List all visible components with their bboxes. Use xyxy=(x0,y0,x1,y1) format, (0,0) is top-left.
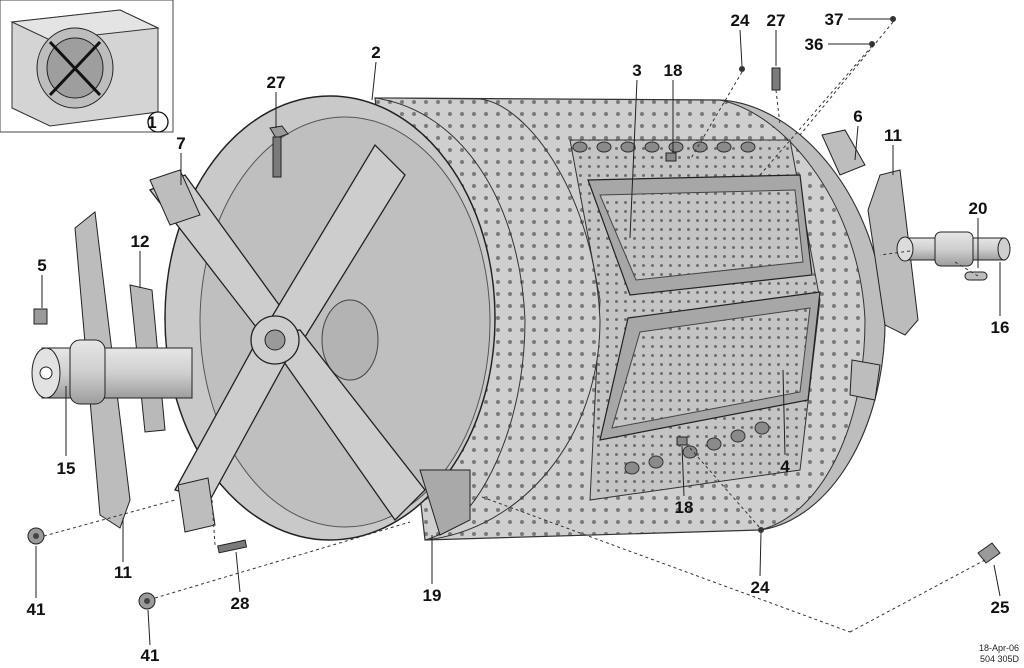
assembly-lines xyxy=(43,21,986,633)
callout-3: 3 xyxy=(632,61,641,80)
callout-24-bottom: 24 xyxy=(751,578,770,597)
callout-27-left: 27 xyxy=(267,73,286,92)
callout-6: 6 xyxy=(853,107,862,126)
callout-41-b: 41 xyxy=(141,646,160,665)
callout-36: 36 xyxy=(805,35,824,54)
callout-24-top: 24 xyxy=(731,11,750,30)
leader-lines xyxy=(35,18,1001,646)
callout-15: 15 xyxy=(57,459,76,478)
callout-5: 5 xyxy=(37,256,46,275)
callout-labels: 1 2 27 3 18 24 27 37 36 6 11 20 16 7 12 … xyxy=(27,10,1010,665)
callout-18-bottom: 18 xyxy=(675,498,694,517)
callout-37: 37 xyxy=(825,10,844,29)
footer-date: 18-Apr-06 xyxy=(979,643,1019,653)
left-shaft-assembly xyxy=(31,211,193,529)
callout-12: 12 xyxy=(131,232,150,251)
callout-1: 1 xyxy=(147,113,156,132)
footer-code: 504 305D xyxy=(980,654,1020,664)
callout-18-top: 18 xyxy=(664,61,683,80)
callout-27-right: 27 xyxy=(767,11,786,30)
callout-7: 7 xyxy=(176,134,185,153)
callout-41-a: 41 xyxy=(27,600,46,619)
hardware xyxy=(27,16,1001,610)
right-shaft-assembly xyxy=(867,169,1011,336)
callout-28: 28 xyxy=(231,594,250,613)
footer: 18-Apr-06 504 305D xyxy=(979,643,1020,664)
inset-thumbnail xyxy=(0,0,174,133)
callout-20: 20 xyxy=(969,199,988,218)
callout-19: 19 xyxy=(423,586,442,605)
callout-2: 2 xyxy=(371,43,380,62)
callout-11-right: 11 xyxy=(884,126,902,145)
callout-16: 16 xyxy=(991,318,1010,337)
callout-25: 25 xyxy=(991,598,1010,617)
callout-4: 4 xyxy=(780,457,790,476)
callout-11-left: 11 xyxy=(114,563,132,582)
drum-body xyxy=(148,95,886,541)
